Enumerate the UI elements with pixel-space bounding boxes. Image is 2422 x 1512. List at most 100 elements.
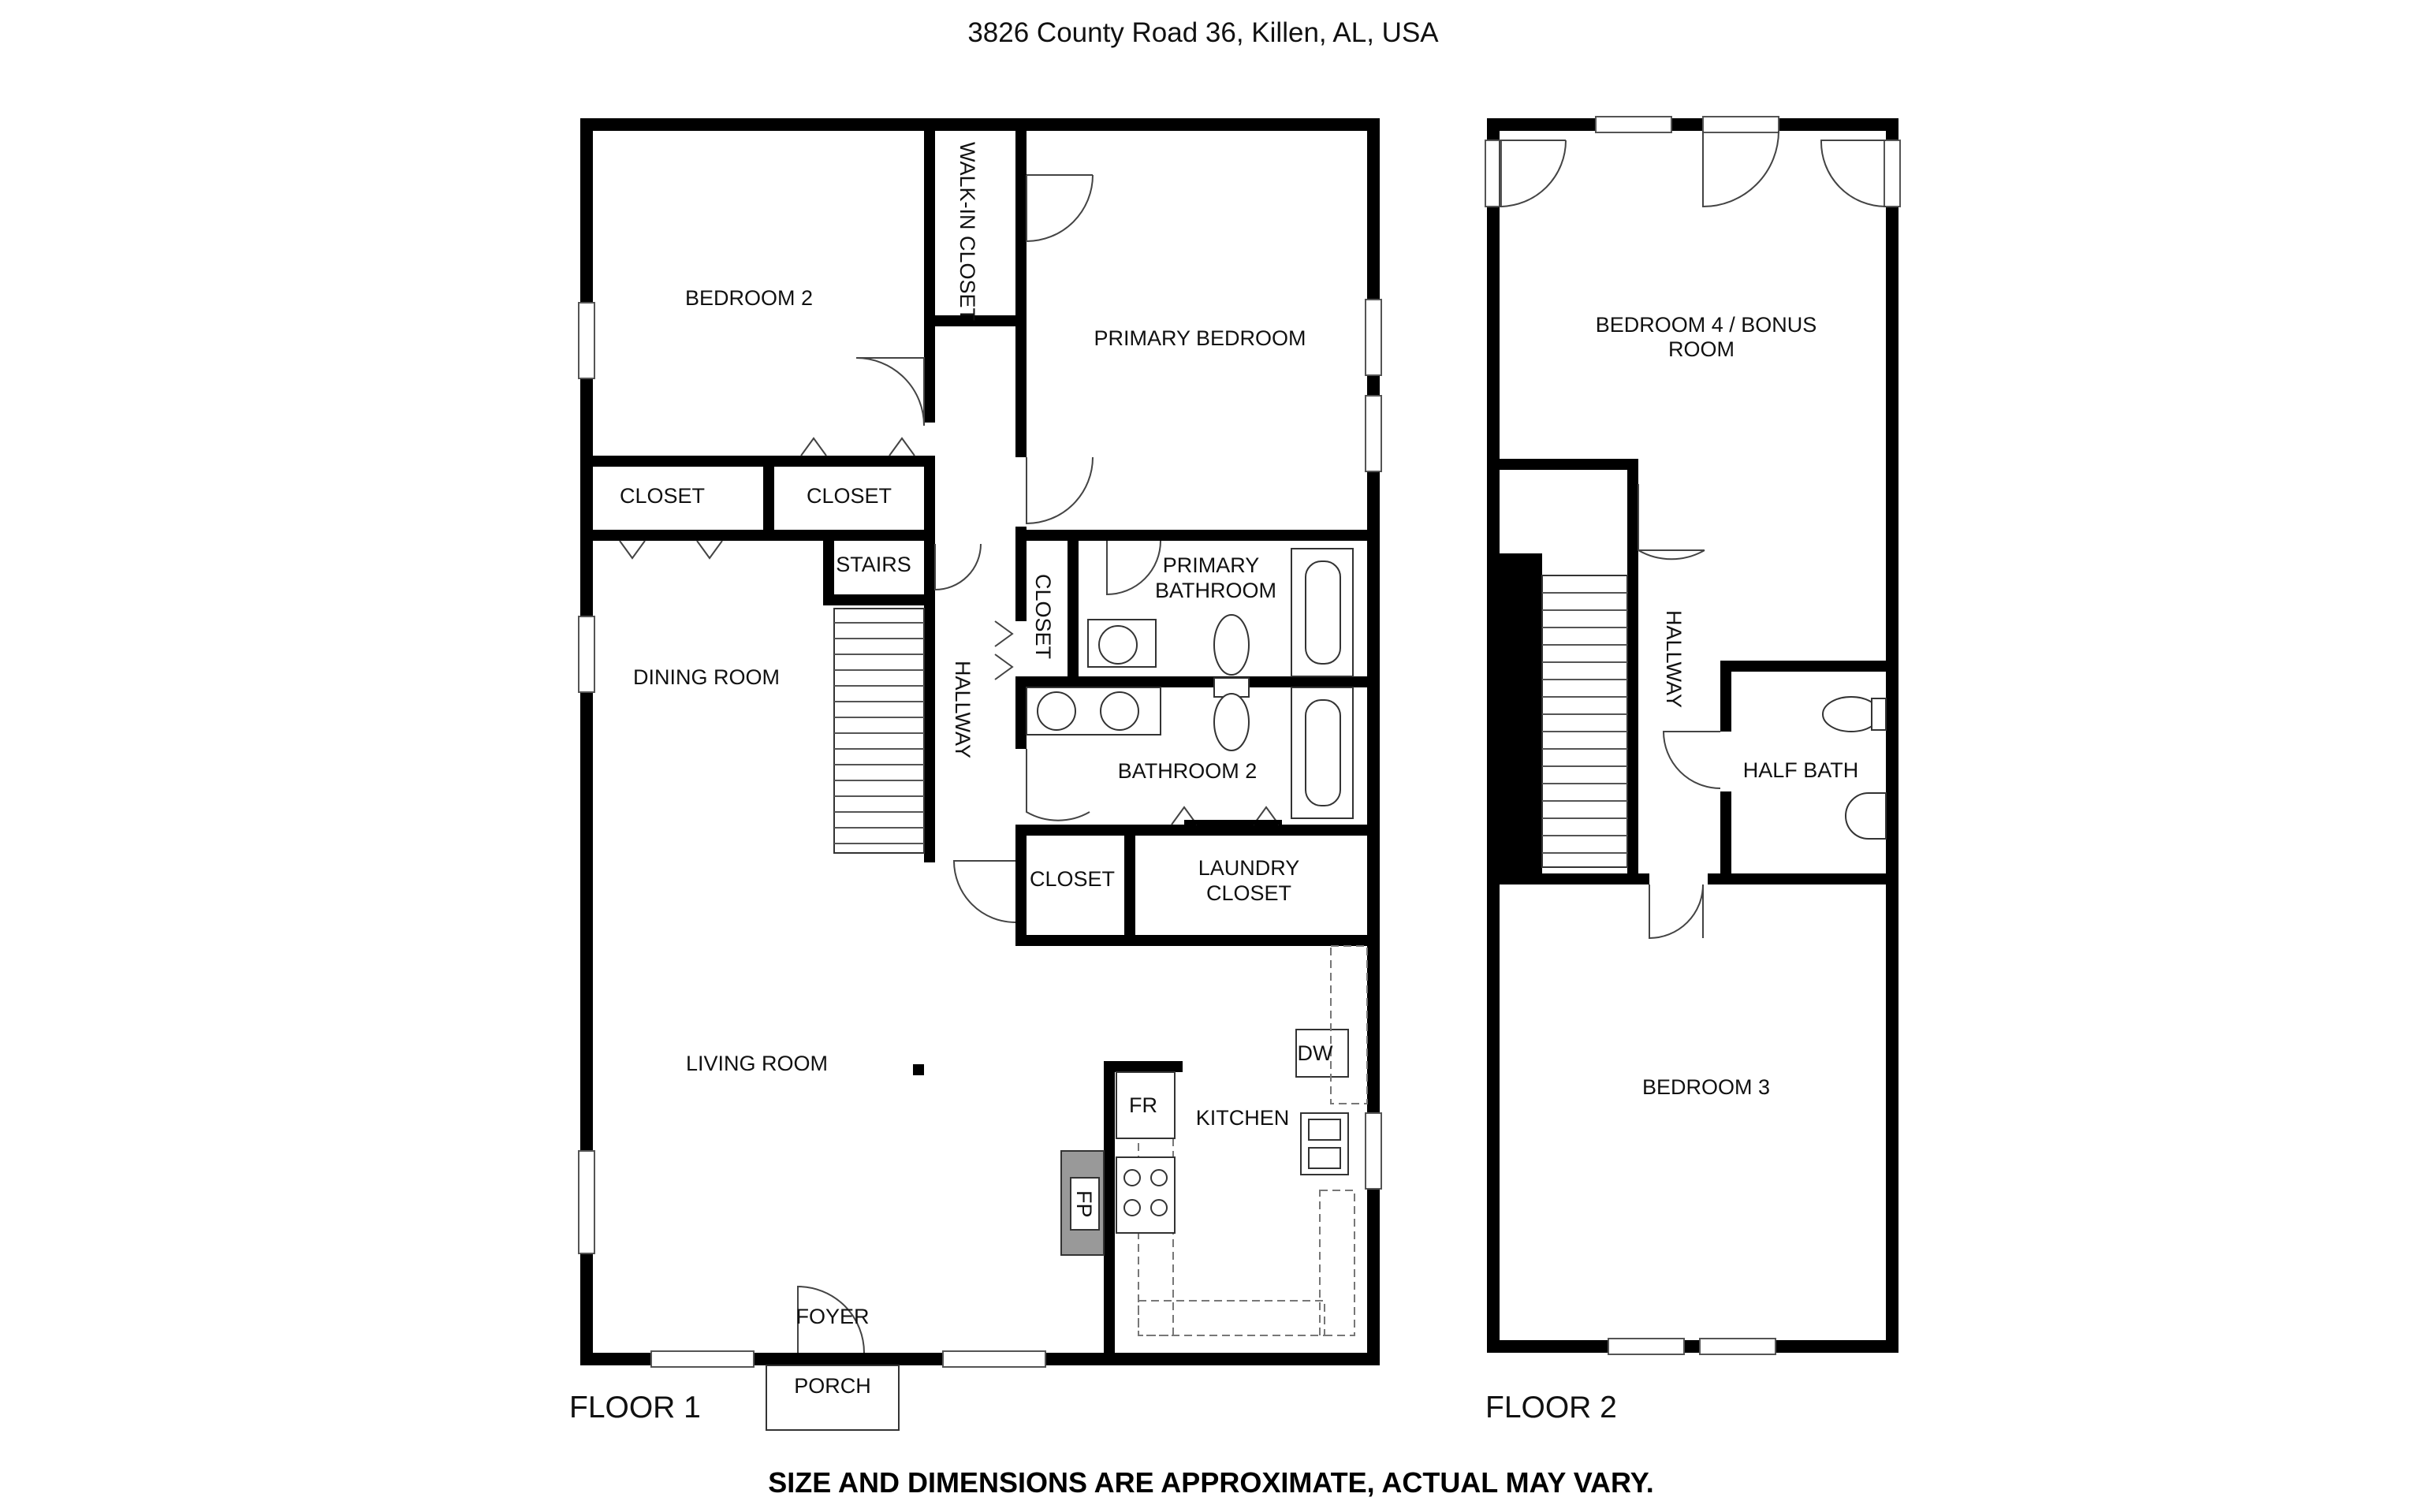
bifold-door — [619, 540, 723, 560]
door-swing — [855, 357, 925, 426]
floor-1-plan: BEDROOM 2 WALK-IN CLOSET PRIMARY BEDROOM… — [569, 118, 1382, 1431]
wall — [823, 530, 834, 605]
stair-wall — [1500, 553, 1542, 873]
wall — [580, 118, 1380, 131]
bifold-door — [1171, 806, 1280, 825]
wall — [1015, 678, 1027, 749]
wall — [1487, 118, 1898, 131]
wall — [924, 315, 1027, 326]
room-stairs: STAIRS — [836, 553, 911, 576]
window — [578, 616, 595, 693]
wall — [1015, 825, 1027, 946]
window — [1485, 140, 1502, 207]
door-swing — [952, 860, 1016, 923]
window — [1365, 395, 1382, 472]
wall — [1015, 527, 1027, 621]
floor-2-label: FLOOR 2 — [1485, 1391, 1617, 1424]
wall — [1720, 661, 1886, 672]
room-primary-bathroom: PRIMARY — [1163, 553, 1260, 577]
room-bedroom-4-bonus: BEDROOM 4 / BONUS — [1596, 313, 1817, 337]
door-swing — [1662, 731, 1721, 789]
window — [1365, 1112, 1382, 1190]
door-swing — [1026, 456, 1094, 525]
wall — [1104, 1061, 1115, 1353]
room-half-bath: HALF BATH — [1743, 758, 1859, 782]
window — [1608, 1338, 1685, 1355]
door-swing — [1026, 749, 1090, 821]
wall — [1104, 1061, 1183, 1072]
room-bedroom-4-bonus: ROOM — [1668, 337, 1735, 361]
wall — [1015, 326, 1027, 457]
wall — [1708, 873, 1886, 884]
window — [1365, 299, 1382, 376]
door-swing — [1649, 884, 1704, 940]
staircase — [1541, 575, 1628, 868]
refrigerator-label: FR — [1129, 1093, 1157, 1117]
room-primary-bathroom: BATHROOM — [1155, 579, 1276, 602]
door-swing — [1499, 140, 1567, 208]
door-swing — [797, 1285, 865, 1354]
window — [578, 1150, 595, 1254]
wall — [1068, 530, 1079, 687]
window — [1595, 116, 1672, 133]
sink-icon — [1098, 625, 1138, 665]
room-bedroom-3: BEDROOM 3 — [1642, 1075, 1770, 1099]
floor-1-label: FLOOR 1 — [569, 1391, 701, 1424]
wall — [1627, 459, 1638, 884]
fireplace-label: FP — [1072, 1190, 1096, 1218]
wall — [823, 594, 924, 605]
door-swing — [1106, 540, 1161, 596]
room-closet: CLOSET — [1031, 574, 1055, 659]
room-dining-room: DINING ROOM — [633, 665, 780, 689]
door-swing — [934, 543, 982, 591]
door-swing — [1026, 174, 1094, 243]
room-closet: CLOSET — [620, 484, 705, 508]
door-swing — [1638, 484, 1705, 560]
wall — [1015, 676, 1367, 687]
bifold-door — [994, 620, 1014, 680]
wall — [1015, 131, 1027, 315]
sink-icon — [1037, 691, 1076, 731]
wall — [1015, 825, 1370, 836]
dishwasher-label: DW — [1298, 1041, 1333, 1065]
wall — [1487, 1340, 1898, 1353]
room-bedroom-2: BEDROOM 2 — [685, 286, 813, 310]
fireplace — [1070, 1177, 1100, 1231]
room-closet: CLOSET — [1030, 867, 1115, 891]
refrigerator — [1116, 1071, 1176, 1139]
wall — [1720, 791, 1731, 884]
bifold-door — [800, 437, 915, 456]
window — [942, 1350, 1046, 1368]
wall — [924, 131, 935, 423]
disclaimer-note: SIZE AND DIMENSIONS ARE APPROXIMATE, ACT… — [768, 1466, 1653, 1499]
window — [578, 302, 595, 379]
wall — [1886, 118, 1898, 1353]
wall — [1124, 825, 1135, 946]
window — [1702, 116, 1779, 133]
window — [1884, 140, 1901, 207]
porch-outline — [766, 1365, 900, 1431]
floor-2-plan: BEDROOM 4 / BONUS ROOM HALLWAY HALF BATH… — [1485, 116, 1901, 1424]
window — [1699, 1338, 1776, 1355]
staircase — [833, 608, 925, 854]
window — [650, 1350, 755, 1368]
column — [913, 1064, 924, 1075]
room-primary-bedroom: PRIMARY BEDROOM — [1094, 326, 1306, 350]
toilet-icon — [1213, 614, 1250, 676]
wall — [763, 456, 774, 541]
toilet-icon — [1213, 693, 1250, 751]
wall — [1015, 935, 1367, 946]
property-address: 3826 County Road 36, Killen, AL, USA — [967, 17, 1439, 48]
sink-icon — [1100, 691, 1139, 731]
dishwasher — [1295, 1029, 1349, 1078]
wall — [1487, 118, 1500, 1353]
wall — [1720, 661, 1731, 732]
room-bathroom-2: BATHROOM 2 — [1118, 759, 1258, 783]
wall — [1500, 873, 1649, 884]
wall — [580, 118, 593, 1365]
wall — [924, 456, 935, 862]
room-hallway: HALLWAY — [1662, 610, 1686, 708]
door-swing — [1820, 140, 1887, 207]
room-porch: PORCH — [794, 1374, 871, 1398]
